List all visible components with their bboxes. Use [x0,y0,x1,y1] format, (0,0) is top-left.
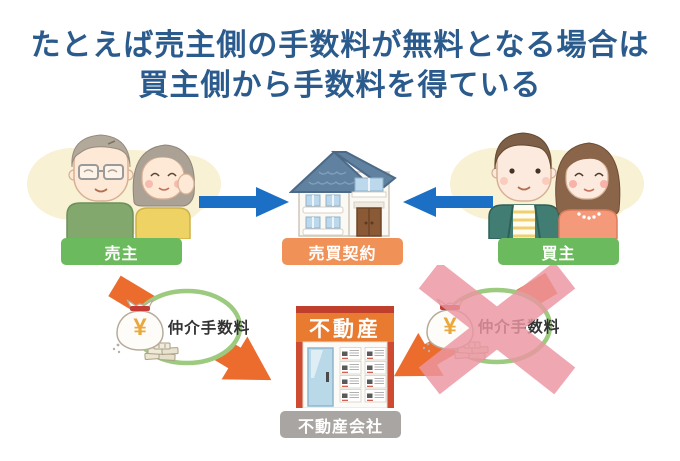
arrow-seller-to-contract-icon [199,187,289,217]
glasses-icon [78,164,124,180]
realestate-office-icon: 不動産 [296,306,394,408]
title-line-2: 買主側から手数料を得ている [138,69,542,102]
title-line-1: たとえば売主側の手数料が無料となる場合は [30,29,650,62]
office-door [307,347,334,407]
house-windows [302,177,387,236]
arrow-buyer-to-contract-icon [403,187,493,217]
agency-label: 不動産会社 [280,411,401,438]
cross-icon [418,265,576,395]
fee-flow-seller: ¥ 仲介手数料 [101,265,285,400]
seller-label: 売主 [61,238,182,265]
necklace-icon [577,212,601,220]
house-icon [289,150,397,237]
young-couple-illustration [450,132,644,239]
page-title: たとえば売主側の手数料が無料となる場合は 買主側から手数料を得ている [0,26,680,106]
yen-symbol: ¥ [443,313,457,340]
elderly-couple-illustration [27,134,221,239]
house-door [353,201,385,237]
buyer-label: 買主 [498,238,619,265]
office-sign-text: 不動産 [309,317,381,341]
fee-label-left: 仲介手数料 [168,318,251,337]
yen-symbol: ¥ [133,314,147,341]
fee-flow-buyer: ¥ 仲介手数料 [381,265,576,398]
contract-label: 売買契約 [282,238,403,265]
